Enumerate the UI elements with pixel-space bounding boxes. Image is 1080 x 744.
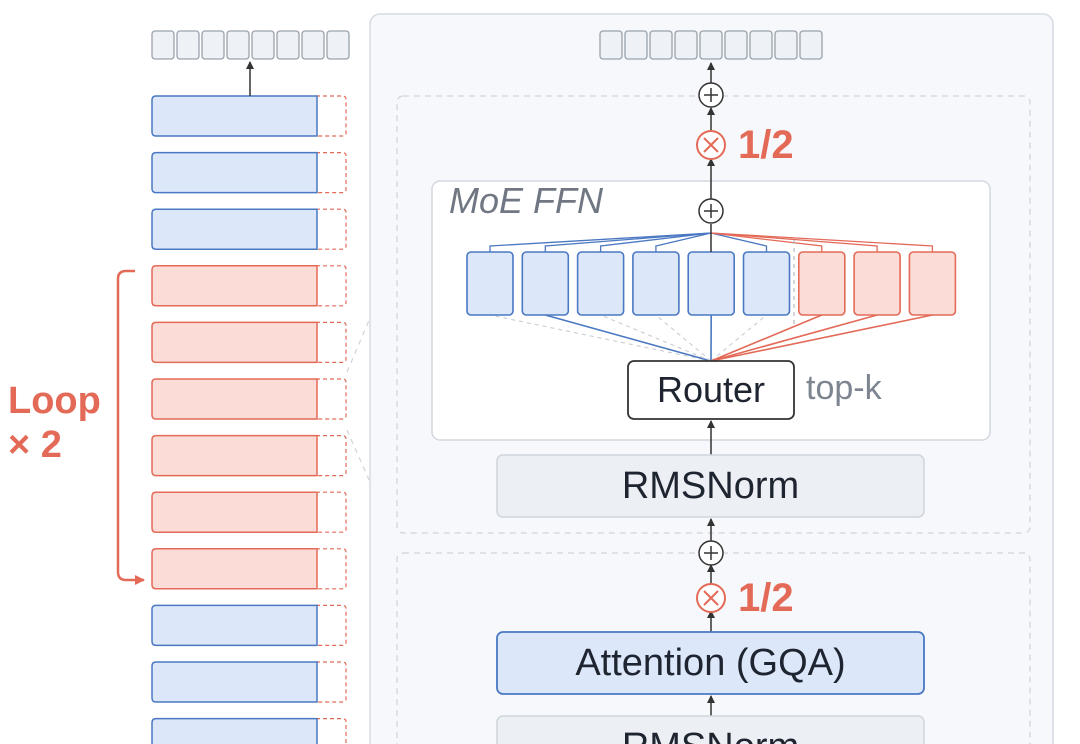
output-right-token (774, 30, 798, 60)
router-expert-link (489, 314, 712, 362)
scale-upper-label: 1/2 (738, 122, 794, 167)
looped-layer (151, 491, 347, 533)
output-left-token (176, 30, 200, 60)
shared-layer (151, 208, 347, 250)
routed-expert (521, 251, 570, 316)
expert-sum-link (710, 232, 878, 252)
scale-lower-label: 1/2 (738, 575, 794, 620)
top-k-label: top-k (806, 369, 882, 407)
expert-sum-link (489, 232, 712, 252)
shared-layer (151, 151, 347, 194)
router-expert-link (710, 314, 878, 362)
output-right-token (674, 30, 698, 60)
routed-expert (687, 251, 736, 316)
output-left-token (251, 30, 275, 60)
routed-expert (742, 251, 791, 316)
shared-layer (151, 661, 347, 703)
routed-expert (576, 251, 625, 316)
router-expert-link (710, 314, 933, 362)
attention-box (496, 631, 925, 695)
output-right-token (799, 30, 823, 60)
output-left-token (226, 30, 250, 60)
output-right-token (649, 30, 673, 60)
output-right-token (599, 30, 623, 60)
shared-layer (151, 95, 347, 137)
output-left-token (326, 30, 350, 60)
expert-sum-node (698, 198, 724, 224)
looped-layer (151, 265, 347, 307)
router-label: Router (656, 369, 766, 410)
shared-expert (797, 251, 846, 316)
rmsnorm-upper-box (496, 454, 925, 518)
rmsnorm-lower-label: RMSNorm (497, 716, 924, 744)
residual-add-mid (698, 540, 724, 566)
expert-sum-link (655, 232, 712, 252)
attention-label: Attention (GQA) (575, 641, 846, 684)
looped-layer (151, 321, 347, 364)
output-left-token (201, 30, 225, 60)
router-expert-link (600, 314, 712, 362)
output-right-token (724, 30, 748, 60)
looped-layer (151, 434, 347, 477)
output-right-token (749, 30, 773, 60)
router-expert-link (545, 314, 712, 362)
router-expert-link (710, 314, 823, 362)
loop-label-line1: Loop (8, 380, 101, 422)
residual-add-top (698, 82, 724, 108)
looped-layer (151, 548, 347, 590)
output-left-token (151, 30, 175, 60)
routed-expert (466, 251, 514, 316)
scale-multiply-upper-icon (696, 130, 726, 160)
scale-multiply-lower-icon (696, 583, 726, 613)
output-left-token (276, 30, 300, 60)
shared-layer (151, 604, 347, 647)
rmsnorm-lower-box (496, 715, 925, 744)
output-right-token (624, 30, 648, 60)
shared-layer (151, 717, 347, 744)
expert-sum-link (710, 232, 768, 252)
zoom-line-bottom (346, 429, 371, 483)
shared-expert (853, 251, 901, 316)
expert-sum-link (599, 232, 712, 252)
loop-label-line2: × 2 (8, 424, 62, 466)
routed-expert (632, 251, 680, 316)
rmsnorm-upper-label: RMSNorm (621, 464, 800, 507)
moe-ffn-title: MoE FFN (449, 180, 604, 221)
zoom-line-top (346, 317, 371, 373)
loop-bracket (116, 269, 145, 585)
router-expert-link (655, 314, 712, 362)
output-right-token (699, 30, 723, 60)
output-left-token (301, 30, 325, 60)
expert-sum-link (710, 232, 934, 252)
expert-sum-link (544, 232, 712, 252)
looped-layer (151, 378, 347, 420)
shared-expert (908, 251, 957, 316)
router-box (627, 360, 795, 420)
expert-sum-link (710, 232, 823, 252)
